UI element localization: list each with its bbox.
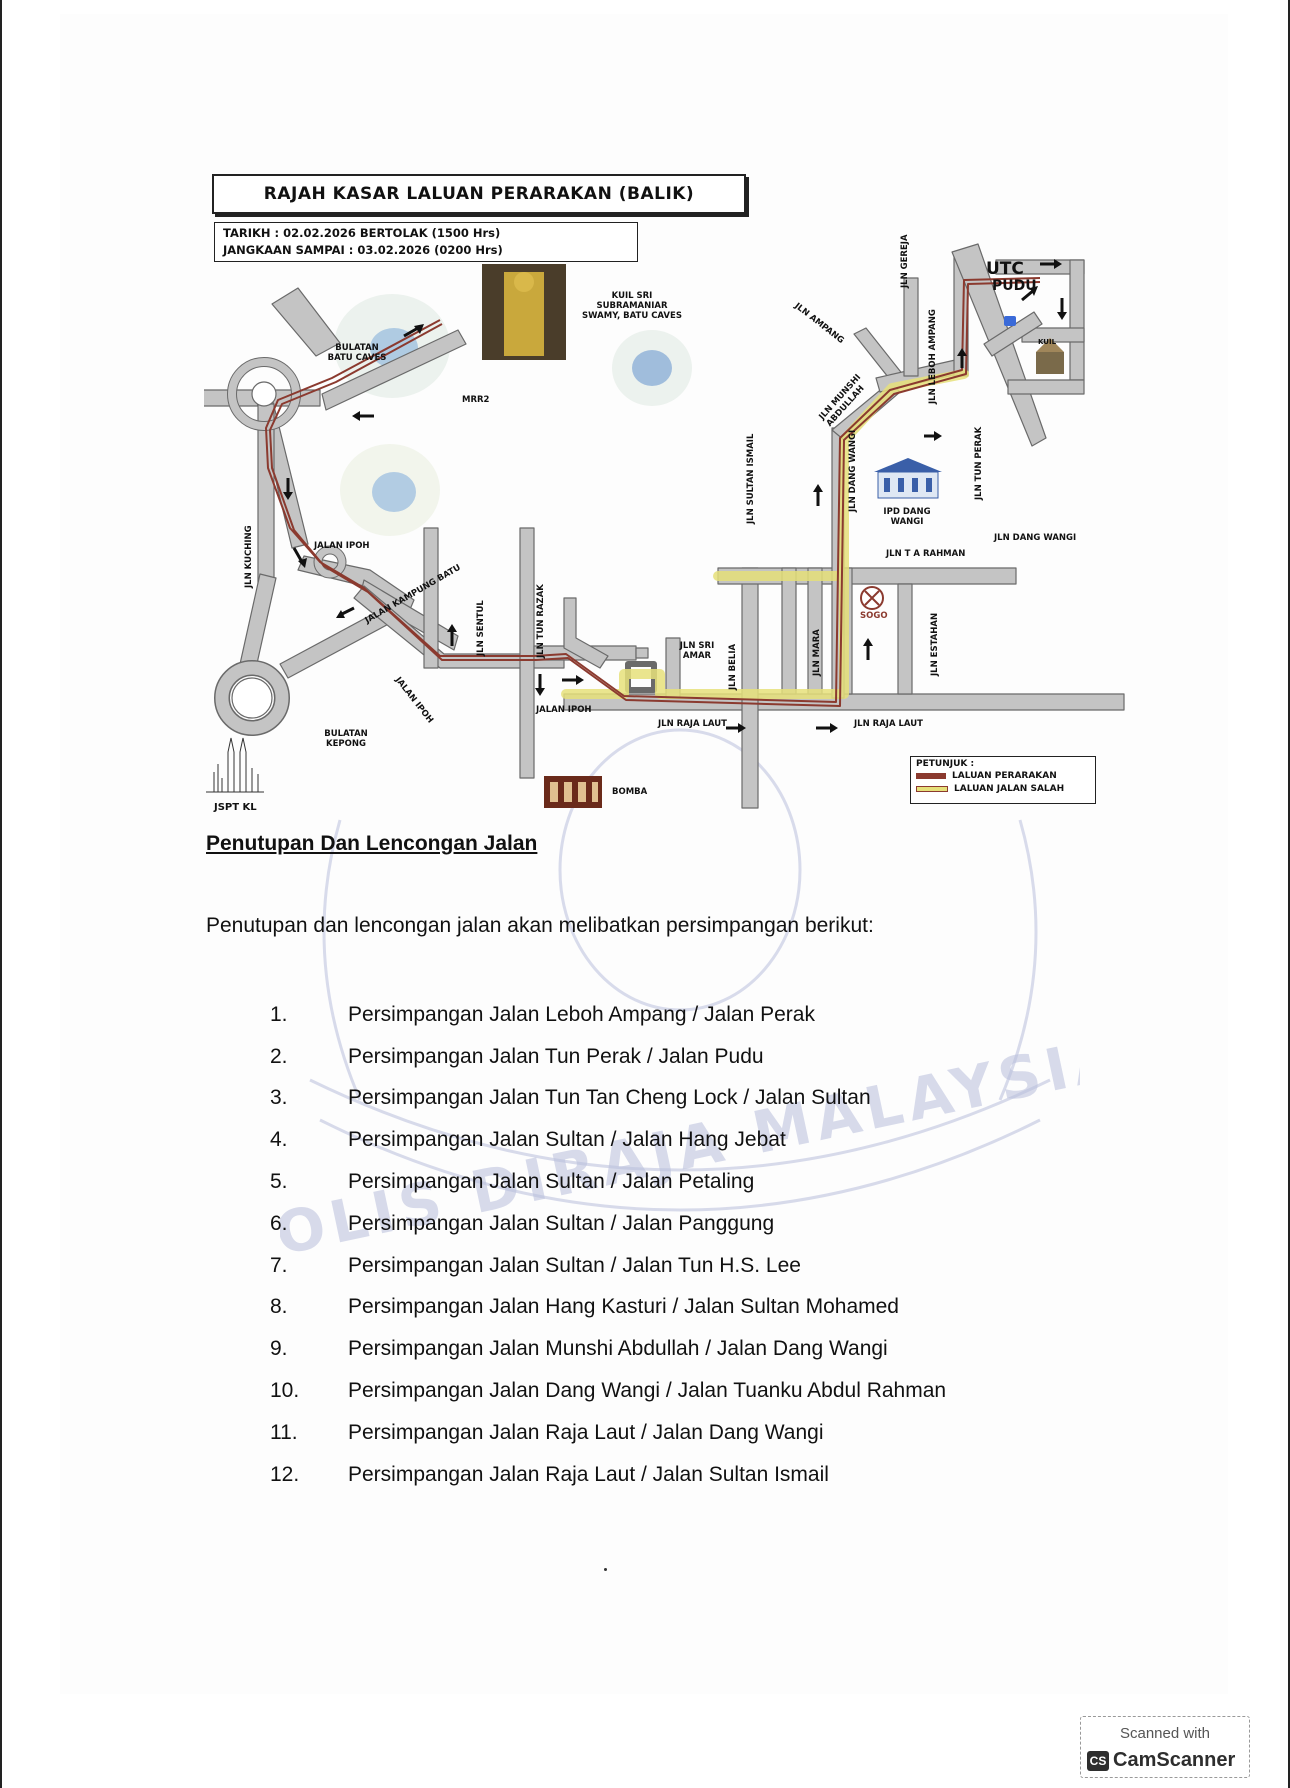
legend-route-swatch xyxy=(916,772,946,779)
camscanner-badge: Scanned with CS CamScanner xyxy=(1080,1716,1250,1778)
procession-route xyxy=(265,277,1041,707)
label-bomba: BOMBA xyxy=(612,787,648,797)
list-item: 4. Persimpangan Jalan Sultan / Jalan Hang… xyxy=(270,1119,1130,1161)
arrival-date: JANGKAAN SAMPAI : 03.02.2026 (0200 Hrs) xyxy=(223,243,503,257)
list-number: 6. xyxy=(270,1211,288,1235)
list-text: Persimpangan Jalan Tun Tan Cheng Lock / … xyxy=(348,1086,871,1110)
label-jalan-ipoh-1: JALAN IPOH xyxy=(314,541,370,551)
label-bulatan-kepong: BULATAN KEPONG xyxy=(324,729,368,749)
list-number: 8. xyxy=(270,1295,288,1319)
label-jln-sentul: JLN SENTUL xyxy=(476,600,486,656)
legend-route-row: LALUAN PERARAKAN xyxy=(916,769,1090,782)
label-jln-tun-perak: JLN TUN PERAK xyxy=(974,426,984,500)
list-number: 10. xyxy=(270,1379,300,1403)
direction-arrows xyxy=(283,259,1067,733)
list-item: 1. Persimpangan Jalan Leboh Ampang / Jala… xyxy=(270,994,1130,1036)
legend-route-label: LALUAN PERARAKAN xyxy=(952,770,1057,781)
section-heading: Penutupan Dan Lencongan Jalan xyxy=(206,832,538,855)
list-text: Persimpangan Jalan Raja Laut / Jalan Sul… xyxy=(348,1462,829,1486)
label-jln-estahan: JLN ESTAHAN xyxy=(930,612,940,676)
camscanner-logo-icon: CS xyxy=(1087,1751,1109,1771)
list-number: 11. xyxy=(270,1420,298,1444)
wrong-way-route xyxy=(561,369,969,699)
label-temple: KUIL SRI SUBRAMANIAR SWAMY, BATU CAVES xyxy=(582,291,682,321)
ipd-building-icon xyxy=(874,458,942,499)
label-utc: UTC xyxy=(986,259,1024,279)
departure-date: TARIKH : 02.02.2026 BERTOLAK (1500 Hrs) xyxy=(223,226,501,240)
label-jln-leboh-ampang: JLN LEBOH AMPANG xyxy=(928,309,938,404)
label-jln-kuching: JLN KUCHING xyxy=(244,525,254,588)
list-item: 3. Persimpangan Jalan Tun Tan Cheng Lock … xyxy=(270,1078,1130,1120)
list-text: Persimpangan Jalan Hang Kasturi / Jalan … xyxy=(348,1295,899,1319)
list-number: 5. xyxy=(270,1170,288,1194)
bomba-station-icon xyxy=(544,776,602,808)
label-jln-dang-wangi-vertical: JLN DANG WANGI xyxy=(848,429,858,512)
list-item: 12. Persimpangan Jalan Raja Laut / Jalan … xyxy=(270,1454,1130,1496)
label-mrr2: MRR2 xyxy=(462,395,490,405)
label-jalan-ipoh-3: JALAN IPOH xyxy=(536,705,592,715)
camscanner-caption: Scanned with xyxy=(1119,1725,1211,1742)
legend-wrong-way-swatch xyxy=(916,785,948,792)
list-text: Persimpangan Jalan Raja Laut / Jalan Dan… xyxy=(348,1420,824,1444)
list-number: 9. xyxy=(270,1337,288,1361)
list-number: 7. xyxy=(270,1253,288,1277)
list-text: Persimpangan Jalan Dang Wangi / Jalan Tu… xyxy=(348,1379,947,1403)
legend-wrong-way-row: LALUAN JALAN SALAH xyxy=(916,782,1090,795)
label-kuil: KUIL xyxy=(1038,338,1057,346)
label-jln-belia: JLN BELIA xyxy=(728,643,738,690)
label-jln-sri-amar: JLN SRI AMAR xyxy=(679,641,715,661)
label-bulatan-batu-caves: BULATAN BATU CAVES xyxy=(327,343,387,363)
list-text: Persimpangan Jalan Sultan / Jalan Hang J… xyxy=(348,1128,786,1152)
sogo-icon xyxy=(860,586,884,610)
legend-wrong-way-label: LALUAN JALAN SALAH xyxy=(954,783,1065,794)
list-number: 1. xyxy=(270,1002,288,1026)
list-item: 9. Persimpangan Jalan Munshi Abdullah / J… xyxy=(270,1328,1130,1370)
list-text: Persimpangan Jalan Sultan / Jalan Petali… xyxy=(348,1170,755,1194)
map-legend: PETUNJUK : LALUAN PERARAKAN LALUAN JALAN… xyxy=(910,756,1096,804)
map-title: RAJAH KASAR LALUAN PERARAKAN (BALIK) xyxy=(212,174,746,214)
list-item: 6. Persimpangan Jalan Sultan / Jalan Pang… xyxy=(270,1203,1130,1245)
label-jln-dang-wangi-horizontal: JLN DANG WANGI xyxy=(994,533,1077,543)
kl-skyline-logo xyxy=(206,737,264,793)
label-jln-tun-razak: JLN TUN RAZAK xyxy=(536,584,546,658)
label-jln-sultan-ismail: JLN SULTAN ISMAIL xyxy=(746,433,756,524)
label-jln-t-a-rahman: JLN T A RAHMAN xyxy=(886,549,966,559)
label-jln-gereja: JLN GEREJA xyxy=(900,234,910,288)
list-number: 2. xyxy=(270,1044,288,1068)
list-item: 10. Persimpangan Jalan Dang Wangi / Jalan… xyxy=(270,1370,1130,1412)
list-item: 11. Persimpangan Jalan Raja Laut / Jalan … xyxy=(270,1412,1130,1454)
list-item: 7. Persimpangan Jalan Sultan / Jalan Tun … xyxy=(270,1245,1130,1287)
map-date-box: TARIKH : 02.02.2026 BERTOLAK (1500 Hrs) … xyxy=(214,222,638,262)
label-jspt-kl: JSPT KL xyxy=(214,802,257,813)
map-drawing xyxy=(204,243,1125,809)
label-pudu: PUDU xyxy=(992,278,1037,294)
camscanner-name: CamScanner xyxy=(1113,1749,1236,1771)
label-jln-raja-laut-1: JLN RAJA LAUT xyxy=(658,719,727,729)
list-text: Persimpangan Jalan Tun Perak / Jalan Pud… xyxy=(348,1044,764,1068)
list-item: 8. Persimpangan Jalan Hang Kasturi / Jala… xyxy=(270,1287,1130,1329)
road-network xyxy=(204,243,1125,809)
list-item: 5. Persimpangan Jalan Sultan / Jalan Peta… xyxy=(270,1161,1130,1203)
list-number: 12. xyxy=(270,1462,300,1486)
junction-list: 1. Persimpangan Jalan Leboh Ampang / Jala… xyxy=(270,994,1130,1496)
list-text: Persimpangan Jalan Sultan / Jalan Panggu… xyxy=(348,1211,775,1235)
lrt-station-icon xyxy=(1004,316,1016,326)
list-number: 4. xyxy=(270,1128,288,1152)
label-sogo: SOGO xyxy=(860,611,888,621)
list-item: 2. Persimpangan Jalan Tun Perak / Jalan P… xyxy=(270,1036,1130,1078)
legend-title: PETUNJUK : xyxy=(916,759,975,769)
stray-dot xyxy=(604,1568,607,1571)
intro-text: Penutupan dan lencongan jalan akan melib… xyxy=(206,914,874,937)
list-text: Persimpangan Jalan Sultan / Jalan Tun H.… xyxy=(348,1253,801,1277)
label-jln-mara: JLN MARA xyxy=(812,629,822,676)
list-text: Persimpangan Jalan Munshi Abdullah / Jal… xyxy=(348,1337,888,1361)
police-crest-watermark: POLIS DIRAJA MALAYSIA xyxy=(280,728,1080,1260)
label-jln-raja-laut-2: JLN RAJA LAUT xyxy=(854,719,923,729)
kuil-icon xyxy=(1036,338,1064,374)
label-ipd-dang-wangi: IPD DANG WANGI xyxy=(883,507,931,527)
route-map: RAJAH KASAR LALUAN PERARAKAN (BALIK) TAR… xyxy=(204,168,1126,816)
batu-caves-statue-image xyxy=(482,264,566,360)
list-text: Persimpangan Jalan Leboh Ampang / Jalan … xyxy=(348,1002,815,1026)
list-number: 3. xyxy=(270,1086,288,1110)
